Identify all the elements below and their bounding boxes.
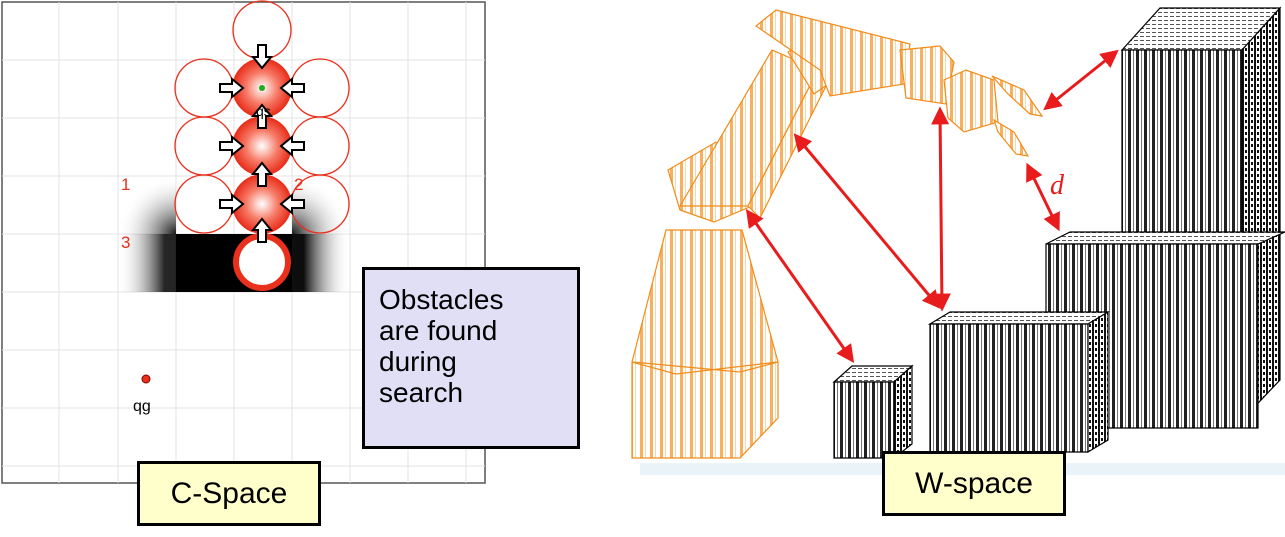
- distance-arrow: [745, 209, 855, 363]
- robot-finger-lower: [992, 118, 1030, 157]
- white-arrow-icon: [250, 161, 274, 187]
- white-arrow-icon: [279, 76, 305, 100]
- note-line: are found: [379, 315, 498, 346]
- white-arrow-icon: [250, 44, 274, 70]
- goal-label: qg: [133, 398, 151, 415]
- white-arrow-icon: [250, 103, 274, 129]
- white-arrow-icon: [219, 76, 245, 100]
- cspace-panel: qs 1 2 3 qg: [1, 0, 486, 484]
- robot-arm: [631, 9, 1044, 459]
- note-line: during: [379, 346, 457, 377]
- distance-arrow: [931, 106, 951, 312]
- note-line: search: [379, 377, 464, 408]
- obstacle-box-medium: [927, 310, 1111, 454]
- region-label-2: 2: [294, 175, 303, 194]
- region-label-3: 3: [121, 233, 130, 252]
- robot-base: [631, 229, 779, 459]
- collision-node: [233, 233, 291, 291]
- white-arrow-icon: [219, 192, 245, 216]
- white-arrow-icon: [279, 192, 305, 216]
- robot-hand: [943, 69, 999, 133]
- robot-finger-upper: [991, 75, 1044, 117]
- distance-label: d: [1050, 170, 1065, 201]
- white-arrow-icon: [219, 134, 245, 158]
- start-label: qs: [256, 103, 271, 119]
- distance-arrow: [1026, 162, 1060, 232]
- note-line: Obstacles: [379, 284, 504, 315]
- white-arrow-icon: [279, 134, 305, 158]
- white-arrow-icon: [250, 217, 274, 243]
- note-box: Obstacles are found during search: [362, 267, 580, 449]
- cspace-caption: C-Space: [137, 461, 321, 526]
- obstacle-blur-left: [118, 176, 176, 234]
- region-label-1: 1: [121, 175, 130, 194]
- obstacle-box-small: [832, 364, 914, 460]
- wspace-panel: d: [631, 6, 1285, 475]
- wspace-caption: W-space: [882, 451, 1066, 516]
- expansion-arrows: [219, 44, 305, 243]
- red-dot-icon: [141, 374, 151, 384]
- distance-arrows: [745, 49, 1119, 363]
- expanded-nodes: [232, 58, 292, 291]
- distance-arrow: [1043, 49, 1119, 111]
- green-dot-icon: [259, 85, 265, 91]
- distance-arrow: [793, 133, 941, 309]
